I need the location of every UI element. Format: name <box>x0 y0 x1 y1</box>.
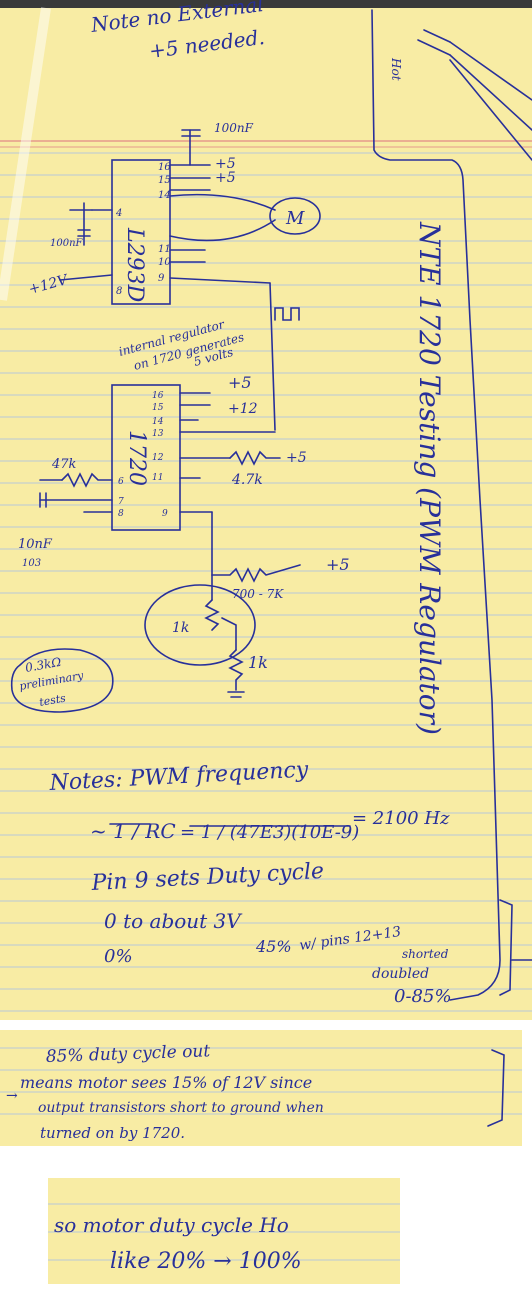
side-label: Hot <box>389 57 403 81</box>
nte1720-plus5: +5 <box>228 373 252 392</box>
nte-pin-12: 12 <box>152 453 164 463</box>
range-pct-left: 0% <box>104 946 133 967</box>
nte1720-plus5-right: +5 <box>286 450 307 466</box>
clip1-line-4: turned on by 1720. <box>40 1124 185 1142</box>
l293-pin-15: 15 <box>158 175 171 186</box>
clip2-line-2: like 20% → 100% <box>110 1249 302 1274</box>
pot-circle <box>144 584 256 666</box>
l293-pin-9: 9 <box>158 273 165 284</box>
l293-pin-8: 8 <box>116 286 122 297</box>
l293-cap-label: 100nF <box>214 121 254 135</box>
top-dark-strip <box>0 0 532 8</box>
res-47k-label: 47k <box>51 457 77 472</box>
pot-range-label: 700 - 7K <box>232 587 284 601</box>
l293-plus5-b: +5 <box>215 170 236 186</box>
nte-pin-16: 16 <box>152 391 164 401</box>
l293-chip-name: L293D <box>122 227 147 303</box>
clip1-line-1: 85% duty cycle out <box>45 1041 210 1067</box>
page-edge-highlight <box>0 7 51 301</box>
formula-right: = 2100 Hz <box>352 808 450 829</box>
nte-pin-11: 11 <box>152 473 163 483</box>
clip1-arrow: → <box>6 1088 18 1104</box>
nte-pin-6: 6 <box>118 477 124 487</box>
wire-cable <box>417 29 451 56</box>
clip1-line-3: output transistors short to ground when <box>38 1100 324 1116</box>
bubble-line-3: tests <box>38 691 67 708</box>
note-line-2: +5 needed. <box>148 25 266 63</box>
outline-bracket <box>371 9 501 1001</box>
range-voltage: 0 to about 3V <box>104 909 243 933</box>
l293-pin-16: 16 <box>158 162 171 173</box>
note-clip-2 <box>48 1178 400 1284</box>
nte-pin-8: 8 <box>118 509 124 519</box>
motor-label: M <box>285 208 305 229</box>
l293-pin-10: 10 <box>158 257 171 268</box>
l293-pin-4: 4 <box>115 208 122 219</box>
l293-pin-11: 11 <box>158 244 171 255</box>
pot-label: 1k <box>172 620 189 636</box>
ruled-lines <box>0 150 532 1018</box>
clip2-line-1: so motor duty cycle Ho <box>54 1213 289 1237</box>
l293-plus5-a: +5 <box>215 156 236 172</box>
motor-symbol <box>269 197 321 235</box>
nte-pin-13: 13 <box>152 429 164 439</box>
bubble-line-1: 0.3kΩ <box>24 655 62 675</box>
wire-cable-2 <box>449 41 532 161</box>
shorted-note-4: 0-85% <box>394 986 452 1007</box>
res-1k-label: 1k <box>248 653 268 672</box>
cap-10nf-label: 10nF <box>18 537 53 552</box>
shorted-note-2: shorted <box>402 947 449 961</box>
vertical-title: NTE 1720 Testing (PWM Regulator) <box>413 221 446 735</box>
nte1720-plus12: +12 <box>228 401 258 417</box>
formula-mid: = 1 / (47E3)(10E-9) <box>180 822 359 843</box>
nte1720-chip-name: 1720 <box>124 430 149 486</box>
nte-pin-7: 7 <box>118 497 124 507</box>
l293-chip-body <box>111 159 171 305</box>
formula-left: ~ 1 / RC <box>90 819 176 843</box>
l293-left-cap: 100nF <box>50 238 84 249</box>
nte-pin-15: 15 <box>152 403 164 413</box>
clip1-line-2: means motor sees 15% of 12V since <box>20 1073 312 1092</box>
notes-bracket <box>499 899 513 996</box>
nte-pin-9: 9 <box>162 509 168 519</box>
range-pct-right: 45% <box>255 937 292 956</box>
res-4-7k-label: 4.7k <box>231 472 263 488</box>
note-bubble <box>10 648 114 713</box>
note-clip-1 <box>0 1030 522 1146</box>
nte-pin-14: 14 <box>152 417 164 427</box>
shorted-note-3: doubled <box>372 966 429 982</box>
pot-plus5: +5 <box>326 555 350 574</box>
cap-code-label: 103 <box>22 558 41 569</box>
l293-pin-14: 14 <box>158 190 171 201</box>
